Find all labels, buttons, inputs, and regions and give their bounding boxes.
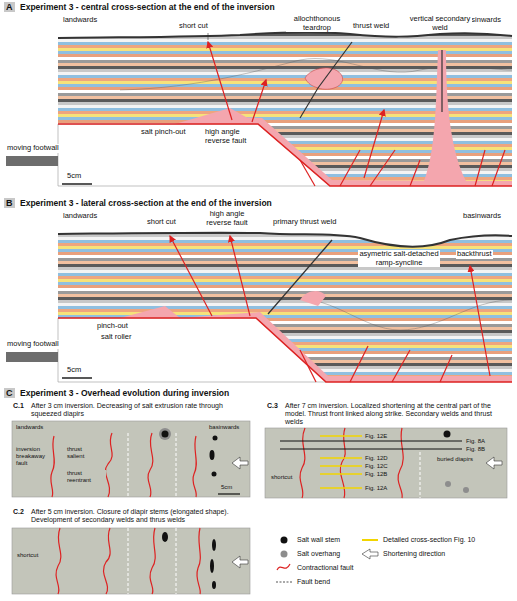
annotation-label: landwards (62, 16, 98, 25)
annotation-label: salt pinch-out (140, 128, 187, 137)
annotation-label: moving footwall (6, 144, 60, 153)
annotation-label: salt roller (100, 333, 132, 342)
legend-text: Salt overhang (296, 550, 341, 558)
panel-heading: C.2 (12, 508, 25, 516)
annotation-label: asymetric salt-detached ramp-syncline (358, 250, 440, 267)
legend-text: Detailed cross-section Fig. 10 (382, 536, 476, 544)
annotation-label: primary thrust weld (272, 218, 337, 227)
annotation-label: After 5 cm inversion. Closure of diapir … (30, 508, 245, 524)
legend-text: Contractional fault (296, 564, 354, 572)
panel-heading: Experiment 3 - central cross-section at … (19, 3, 276, 13)
annotation-label: basinwards (462, 212, 502, 221)
annotation-label: allochthonous teardrop (286, 15, 348, 32)
annotation-label: Fig. 12E (364, 433, 388, 440)
legend-text: Salt wall stem (296, 536, 341, 544)
overhead-photo-c3 (265, 428, 507, 498)
annotation-label: After 7 cm inversion. Localized shorteni… (284, 402, 508, 426)
cross-section-a (6, 32, 512, 186)
annotation-label: short cut (178, 22, 209, 31)
annotation-label: landwards (15, 424, 44, 431)
annotation-label: Fig. 12A (364, 485, 388, 492)
overhead-photo-c2 (12, 528, 250, 594)
annotation-label: Fig. 8A (465, 438, 486, 445)
legend-text: Shortening direction (382, 550, 446, 558)
annotation-label: Fig. 8B (465, 446, 486, 453)
legend-symbols (276, 537, 378, 583)
panel-heading: Experiment 3 - Overhead evolution during… (19, 389, 230, 399)
annotation-label: Fig. 12D (364, 455, 389, 462)
annotation-label: Fig. 12B (364, 471, 388, 478)
annotation-label: inversion breakaway fault (15, 446, 51, 467)
annotation-label: basinwards (208, 424, 240, 431)
annotation-label: After 3 cm inversion. Decreasing of salt… (30, 402, 245, 418)
annotation-label: pinch-out (96, 322, 129, 331)
annotation-label: high angle reverse fault (196, 210, 258, 227)
annotation-label: high angle reverse fault (204, 128, 256, 145)
annotation-label: 5cm (220, 484, 233, 491)
panel-heading: Experiment 3 - lateral cross-section at … (19, 199, 273, 209)
annotation-label: thrust weld (352, 22, 390, 31)
annotation-label: 5cm (66, 172, 82, 181)
panel-heading: C.1 (12, 402, 25, 410)
annotation-label: moving footwall (6, 340, 60, 349)
annotation-label: backthrust (456, 250, 493, 259)
annotation-label: 5cm (66, 366, 82, 375)
panel-heading: A (4, 2, 15, 12)
annotation-label: shortcut (270, 474, 293, 481)
annotation-label: Fig. 12C (364, 463, 389, 470)
overhead-photo-c1 (12, 421, 250, 497)
annotation-label: buried diapirs (436, 456, 476, 463)
cross-section-b (6, 233, 512, 382)
annotation-label: short cut (146, 218, 177, 227)
annotation-label: vertical secondary weld (408, 15, 472, 32)
annotation-label: thrust reentrant (66, 470, 106, 484)
annotation-label: thrust salient (66, 446, 100, 460)
annotation-label: landwards (62, 212, 98, 221)
legend-text: Fault bend (296, 578, 331, 586)
annotation-label: shortcut (16, 552, 39, 559)
panel-heading: C.3 (266, 402, 279, 410)
panel-heading: C (4, 388, 15, 398)
panel-heading: B (4, 198, 15, 208)
